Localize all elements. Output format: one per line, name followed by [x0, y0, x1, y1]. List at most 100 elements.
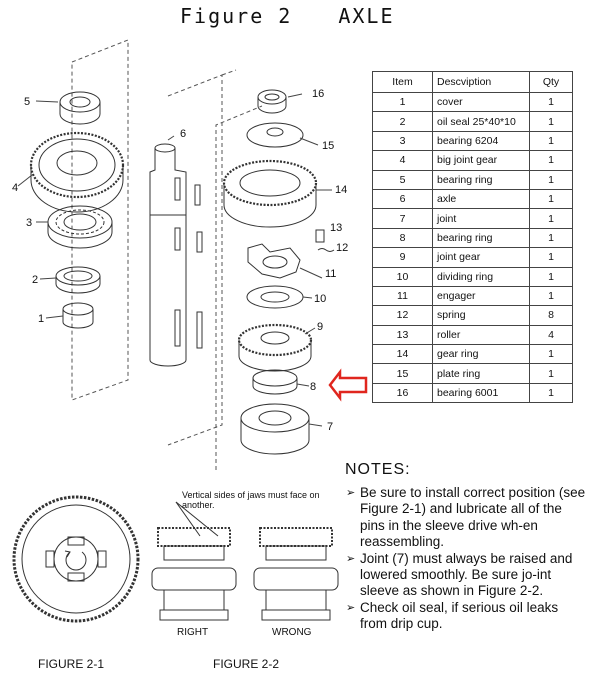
callout-14: 14 — [335, 184, 347, 196]
cell-description: engager — [432, 285, 530, 307]
callout-10: 10 — [314, 293, 326, 305]
figure-2-1-drawing — [12, 495, 140, 623]
part-1-cover — [62, 302, 94, 329]
cell-qty: 8 — [529, 305, 573, 326]
callout-2: 2 — [32, 274, 38, 286]
cell-description: oil seal 25*40*10 — [432, 111, 530, 132]
cell-item: 13 — [372, 324, 433, 346]
callout-11: 11 — [325, 268, 336, 280]
figure-2-2-caption: FIGURE 2-2 — [213, 657, 280, 671]
cell-qty: 1 — [529, 363, 573, 384]
header-qty: Qty — [529, 71, 573, 93]
cell-item: 10 — [372, 266, 433, 287]
callout-15: 15 — [322, 140, 334, 152]
callout-7: 7 — [327, 421, 333, 433]
cell-item: 16 — [372, 382, 433, 404]
part-3-bearing-6204 — [47, 205, 113, 249]
cell-item: 14 — [372, 344, 433, 365]
assembly-wrong — [253, 527, 339, 621]
cell-description: cover — [432, 91, 530, 113]
cell-item: 7 — [372, 208, 433, 229]
cell-description: bearing ring — [432, 227, 530, 249]
part-15-plate-ring — [246, 122, 304, 148]
cell-description: spring — [432, 305, 530, 326]
cell-item: 3 — [372, 130, 433, 152]
cell-qty: 1 — [529, 130, 573, 152]
note-item: Check oil seal, if serious oil leaks fro… — [346, 600, 586, 633]
cell-description: gear ring — [432, 344, 530, 365]
cell-qty: 1 — [529, 91, 573, 113]
note-item: Joint (7) must always be raised and lowe… — [346, 551, 586, 600]
table-header-row: Item Descviption Qty — [372, 71, 573, 93]
cell-description: plate ring — [432, 363, 530, 384]
cell-description: bearing 6001 — [432, 382, 530, 404]
part-7-joint — [240, 403, 310, 455]
cell-item: 8 — [372, 227, 433, 249]
part-9-joint-gear — [237, 323, 313, 372]
leader-lines — [17, 93, 332, 427]
cell-qty: 1 — [529, 227, 573, 249]
callout-8: 8 — [310, 381, 316, 393]
part-5-bearing-ring — [59, 91, 101, 125]
notes-list: Be sure to install correct position (see… — [346, 485, 586, 633]
cell-qty: 1 — [529, 208, 573, 229]
part-4-big-joint-gear — [29, 131, 125, 213]
callout-5: 5 — [24, 96, 30, 108]
figure-2-1-caption: FIGURE 2-1 — [38, 657, 105, 671]
cell-description: bearing ring — [432, 169, 530, 190]
wrong-label: WRONG — [272, 627, 312, 638]
callout-numbers: 1 2 3 4 5 6 7 8 9 10 11 12 13 14 15 16 — [12, 88, 348, 433]
assembly-dashed-frames — [71, 39, 263, 470]
highlight-arrow — [328, 368, 368, 402]
callout-3: 3 — [26, 217, 32, 229]
figure-number: Figure 2 — [180, 4, 293, 28]
cell-description: joint — [432, 208, 530, 229]
part-10-dividing-ring — [246, 285, 304, 309]
cell-qty: 1 — [529, 150, 573, 171]
part-8-bearing-ring — [252, 369, 298, 395]
cell-item: 15 — [372, 363, 433, 384]
part-16-bearing-6001 — [257, 89, 287, 114]
cell-item: 2 — [372, 111, 433, 132]
cell-item: 4 — [372, 150, 433, 171]
cell-qty: 1 — [529, 247, 573, 268]
cell-qty: 1 — [529, 266, 573, 287]
part-12-spring — [317, 248, 335, 252]
assembly-right — [151, 527, 237, 621]
cell-qty: 1 — [529, 188, 573, 210]
part-14-gear-ring — [222, 159, 318, 228]
callout-1: 1 — [38, 313, 44, 325]
part-11-engager — [247, 243, 301, 279]
figure-2-2-drawing — [151, 501, 339, 621]
header-item: Item — [372, 71, 433, 93]
cell-description: axle — [432, 188, 530, 210]
cell-description: big joint gear — [432, 150, 530, 171]
cell-item: 5 — [372, 169, 433, 190]
cell-description: joint gear — [432, 247, 530, 268]
callout-12: 12 — [336, 242, 348, 254]
right-label: RIGHT — [177, 627, 209, 638]
part-13-roller — [315, 229, 325, 243]
cell-item: 6 — [372, 188, 433, 210]
cell-description: dividing ring — [432, 266, 530, 287]
callout-16: 16 — [312, 88, 324, 100]
header-description: Descviption — [432, 71, 530, 93]
cell-item: 1 — [372, 91, 433, 113]
cell-qty: 1 — [529, 169, 573, 190]
cell-item: 9 — [372, 247, 433, 268]
